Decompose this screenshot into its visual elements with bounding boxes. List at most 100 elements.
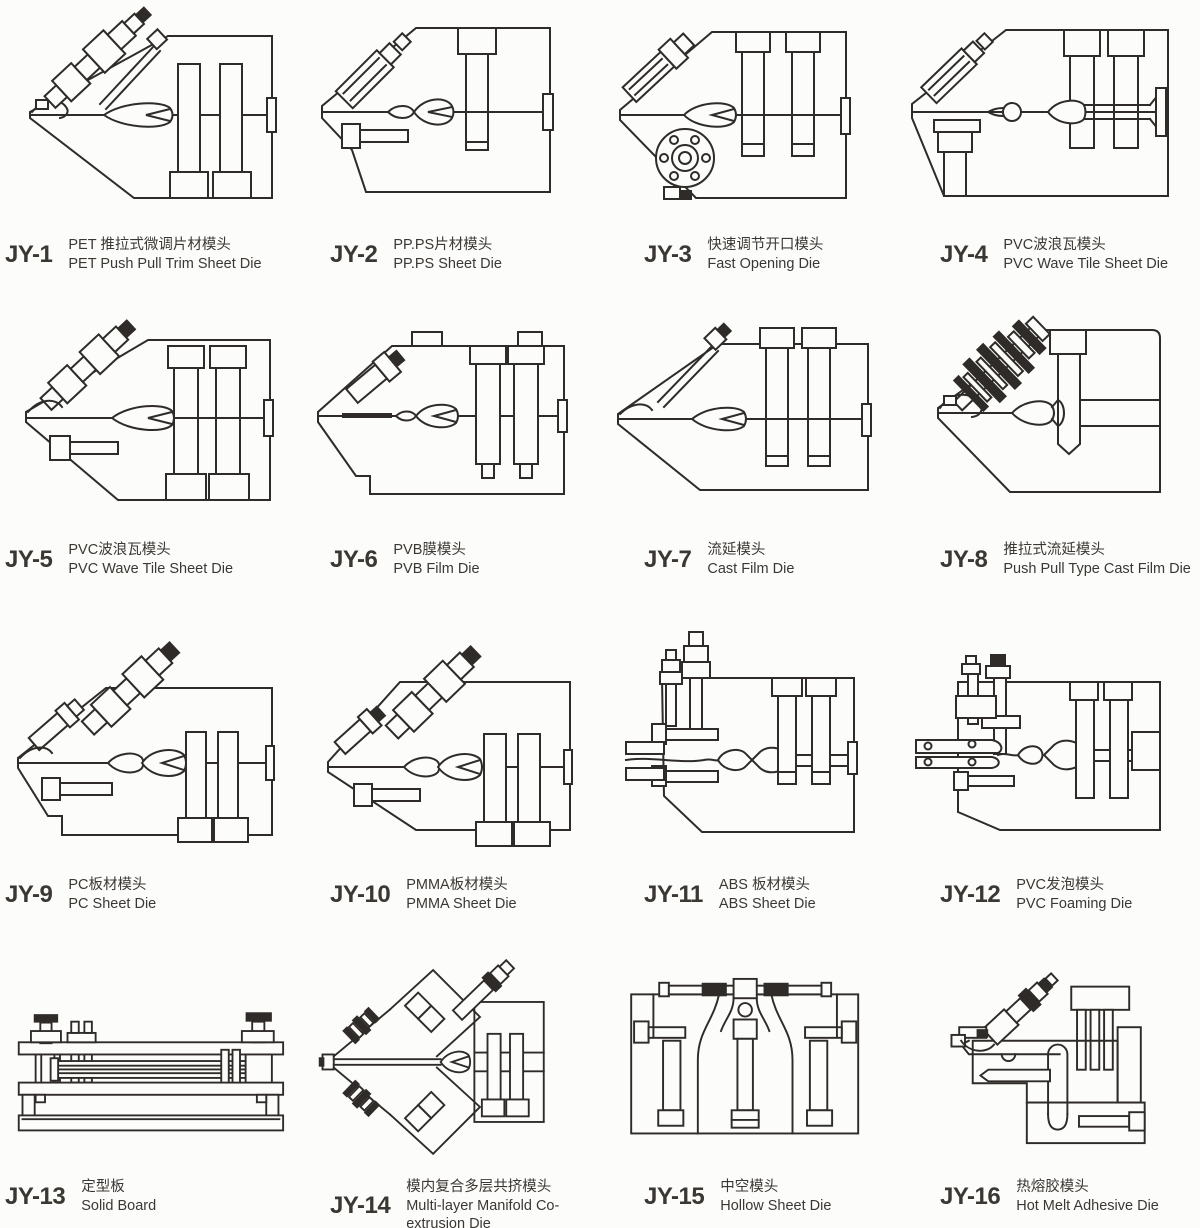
product-name-en: PVC Wave Tile Sheet Die [68, 560, 234, 577]
product-name-en: Solid Board [81, 1197, 157, 1214]
product-caption: JY-6 PVB膜模头 PVB Film Die [300, 541, 630, 578]
catalog-row-2: JY-5 PVC波浪瓦模头 PVC Wave Tile Sheet Die [0, 300, 1200, 610]
product-cell-jy9: JY-9 PC板材模头 PC Sheet Die [0, 610, 300, 930]
product-name-en: PC Sheet Die [68, 895, 157, 912]
product-caption: JY-9 PC板材模头 PC Sheet Die [0, 876, 305, 913]
product-name-en: Cast Film Die [707, 560, 795, 577]
product-cell-jy14: JY-14 模内复合多层共挤模头 Multi-layer Manifold Co… [300, 930, 600, 1228]
product-name-zh: PET 推拉式微调片材模头 [68, 237, 231, 253]
product-caption: JY-10 PMMA板材模头 PMMA Sheet Die [300, 876, 630, 913]
product-name-zh: 热熔胶模头 [1016, 1179, 1089, 1195]
model-number: JY-3 [644, 240, 692, 268]
die-drawing-jy12 [900, 620, 1200, 870]
model-number: JY-5 [5, 545, 53, 573]
product-cell-jy4: JY-4 PVC波浪瓦模头 PVC Wave Tile Sheet Die [900, 0, 1200, 300]
die-drawing-jy13 [0, 948, 300, 1175]
die-drawing-jy3 [600, 0, 900, 232]
product-name-en: PET Push Pull Trim Sheet Die [68, 255, 262, 272]
product-cell-jy8: JY-8 推拉式流延模头 Push Pull Type Cast Film Di… [900, 300, 1200, 610]
catalog-row-1: JY-1 PET 推拉式微调片材模头 PET Push Pull Trim Sh… [0, 0, 1200, 300]
product-caption: JY-1 PET 推拉式微调片材模头 PET Push Pull Trim Sh… [0, 236, 305, 273]
model-number: JY-1 [5, 240, 53, 268]
model-number: JY-9 [5, 880, 53, 908]
product-cell-jy12: JY-12 PVC发泡模头 PVC Foaming Die [900, 610, 1200, 930]
model-number: JY-16 [940, 1182, 1001, 1210]
product-cell-jy10: JY-10 PMMA板材模头 PMMA Sheet Die [300, 610, 600, 930]
product-caption: JY-2 PP.PS片材模头 PP.PS Sheet Die [300, 236, 630, 273]
product-cell-jy1: JY-1 PET 推拉式微调片材模头 PET Push Pull Trim Sh… [0, 0, 300, 300]
product-cell-jy6: JY-6 PVB膜模头 PVB Film Die [300, 300, 600, 610]
product-caption: JY-7 流延模头 Cast Film Die [600, 541, 944, 578]
die-drawing-jy8 [900, 300, 1200, 535]
product-name-zh: ABS 板材模头 [718, 877, 810, 893]
die-drawing-jy9 [0, 620, 300, 870]
product-caption: JY-11 ABS 板材模头 ABS Sheet Die [600, 876, 944, 913]
model-number: JY-4 [940, 240, 988, 268]
product-cell-jy16: JY-16 热熔胶模头 Hot Melt Adhesive Die [900, 930, 1200, 1228]
model-number: JY-7 [644, 545, 692, 573]
product-name-zh: 推拉式流延模头 [1003, 542, 1105, 558]
product-cell-jy5: JY-5 PVC波浪瓦模头 PVC Wave Tile Sheet Die [0, 300, 300, 610]
product-name-en: ABS Sheet Die [718, 895, 816, 912]
model-number: JY-13 [5, 1182, 66, 1210]
catalog-row-4: JY-13 定型板 Solid Board [0, 930, 1200, 1228]
product-caption: JY-12 PVC发泡模头 PVC Foaming Die [900, 876, 1200, 913]
product-name-en: PMMA Sheet Die [406, 895, 517, 912]
product-name-en: PVC Foaming Die [1016, 895, 1133, 912]
product-name-zh: 中空模头 [720, 1179, 779, 1195]
product-name-zh: PVC波浪瓦模头 [1003, 237, 1106, 253]
product-name-zh: PVB膜模头 [393, 542, 466, 558]
product-name-en: PVB Film Die [393, 560, 480, 577]
product-cell-jy7: JY-7 流延模头 Cast Film Die [600, 300, 900, 610]
product-caption: JY-8 推拉式流延模头 Push Pull Type Cast Film Di… [900, 541, 1200, 578]
product-name-zh: PC板材模头 [68, 877, 147, 893]
product-name-zh: PMMA板材模头 [406, 877, 508, 893]
model-number: JY-11 [644, 880, 703, 908]
product-caption: JY-15 中空模头 Hollow Sheet Die [600, 1178, 944, 1215]
product-caption: JY-4 PVC波浪瓦模头 PVC Wave Tile Sheet Die [900, 236, 1200, 273]
product-caption: JY-16 热熔胶模头 Hot Melt Adhesive Die [900, 1178, 1200, 1215]
product-name-en: PP.PS Sheet Die [393, 255, 502, 272]
product-cell-jy2: JY-2 PP.PS片材模头 PP.PS Sheet Die [300, 0, 600, 300]
model-number: JY-8 [940, 545, 988, 573]
product-name-en: PVC Wave Tile Sheet Die [1003, 255, 1169, 272]
product-name-en: Hot Melt Adhesive Die [1016, 1197, 1159, 1214]
product-name-zh: PVC发泡模头 [1016, 877, 1105, 893]
product-name-en: Multi-layer Manifold Co-extrusion Die [406, 1197, 560, 1228]
die-drawing-jy15 [600, 948, 900, 1175]
product-cell-jy11: JY-11 ABS 板材模头 ABS Sheet Die [600, 610, 900, 930]
product-caption: JY-5 PVC波浪瓦模头 PVC Wave Tile Sheet Die [0, 541, 305, 578]
die-drawing-jy16 [900, 948, 1200, 1175]
die-drawing-jy10 [300, 620, 600, 870]
die-drawing-jy7 [600, 300, 900, 535]
model-number: JY-15 [644, 1182, 705, 1210]
die-drawing-jy11 [600, 620, 900, 870]
product-name-zh: 流延模头 [707, 542, 766, 558]
product-caption: JY-3 快速调节开口模头 Fast Opening Die [600, 236, 944, 273]
model-number: JY-10 [330, 880, 391, 908]
product-cell-jy13: JY-13 定型板 Solid Board [0, 930, 300, 1228]
die-drawing-jy2 [300, 0, 600, 232]
product-caption: JY-13 定型板 Solid Board [0, 1178, 305, 1215]
product-name-zh: PVC波浪瓦模头 [68, 542, 171, 558]
model-number: JY-6 [330, 545, 378, 573]
product-name-en: Push Pull Type Cast Film Die [1003, 560, 1191, 577]
product-name-zh: PP.PS片材模头 [393, 237, 493, 253]
model-number: JY-12 [940, 880, 1001, 908]
model-number: JY-14 [330, 1191, 391, 1219]
product-cell-jy15: JY-15 中空模头 Hollow Sheet Die [600, 930, 900, 1228]
die-drawing-jy14 [300, 948, 600, 1175]
product-caption: JY-14 模内复合多层共挤模头 Multi-layer Manifold Co… [300, 1178, 630, 1228]
catalog-row-3: JY-9 PC板材模头 PC Sheet Die [0, 610, 1200, 930]
product-name-zh: 模内复合多层共挤模头 [406, 1179, 552, 1195]
product-name-en: Hollow Sheet Die [720, 1197, 832, 1214]
product-name-zh: 快速调节开口模头 [707, 237, 824, 253]
die-drawing-jy6 [300, 300, 600, 535]
model-number: JY-2 [330, 240, 378, 268]
die-drawing-jy5 [0, 300, 300, 535]
product-name-zh: 定型板 [81, 1179, 125, 1195]
product-cell-jy3: JY-3 快速调节开口模头 Fast Opening Die [600, 0, 900, 300]
product-name-en: Fast Opening Die [707, 255, 821, 272]
die-drawing-jy1 [0, 0, 300, 232]
